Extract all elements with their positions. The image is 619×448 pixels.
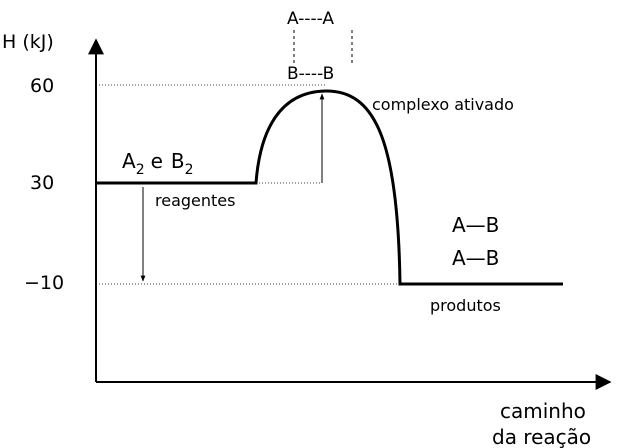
reactant-A: A [122,149,136,173]
y-axis-label: H (kJ) [2,31,54,53]
products-label: produtos [430,296,501,315]
y-tick-minus-10: −10 [24,272,64,294]
reactant-conjunction: e [151,149,163,173]
reactant-B-subscript: 2 [185,162,194,178]
y-tick-30: 30 [30,172,54,194]
reactants-label: reagentes [155,191,235,210]
complex-top-label: A----A [287,9,334,29]
reaction-profile-curve [96,89,563,286]
y-tick-60: 60 [30,75,54,97]
product-formula-line1: A—B [452,213,499,237]
reactant-A-subscript: 2 [136,162,145,178]
x-axis-label-line1: caminho [500,399,586,423]
activated-complex-label: complexo ativado [372,95,514,114]
x-axis-label-line2: da reação [492,425,591,448]
activated-complex-structure: A----A B----B [287,9,353,84]
complex-bottom-label: B----B [287,64,334,84]
reactant-B: B [171,149,185,173]
product-formula-line2: A—B [452,246,499,270]
